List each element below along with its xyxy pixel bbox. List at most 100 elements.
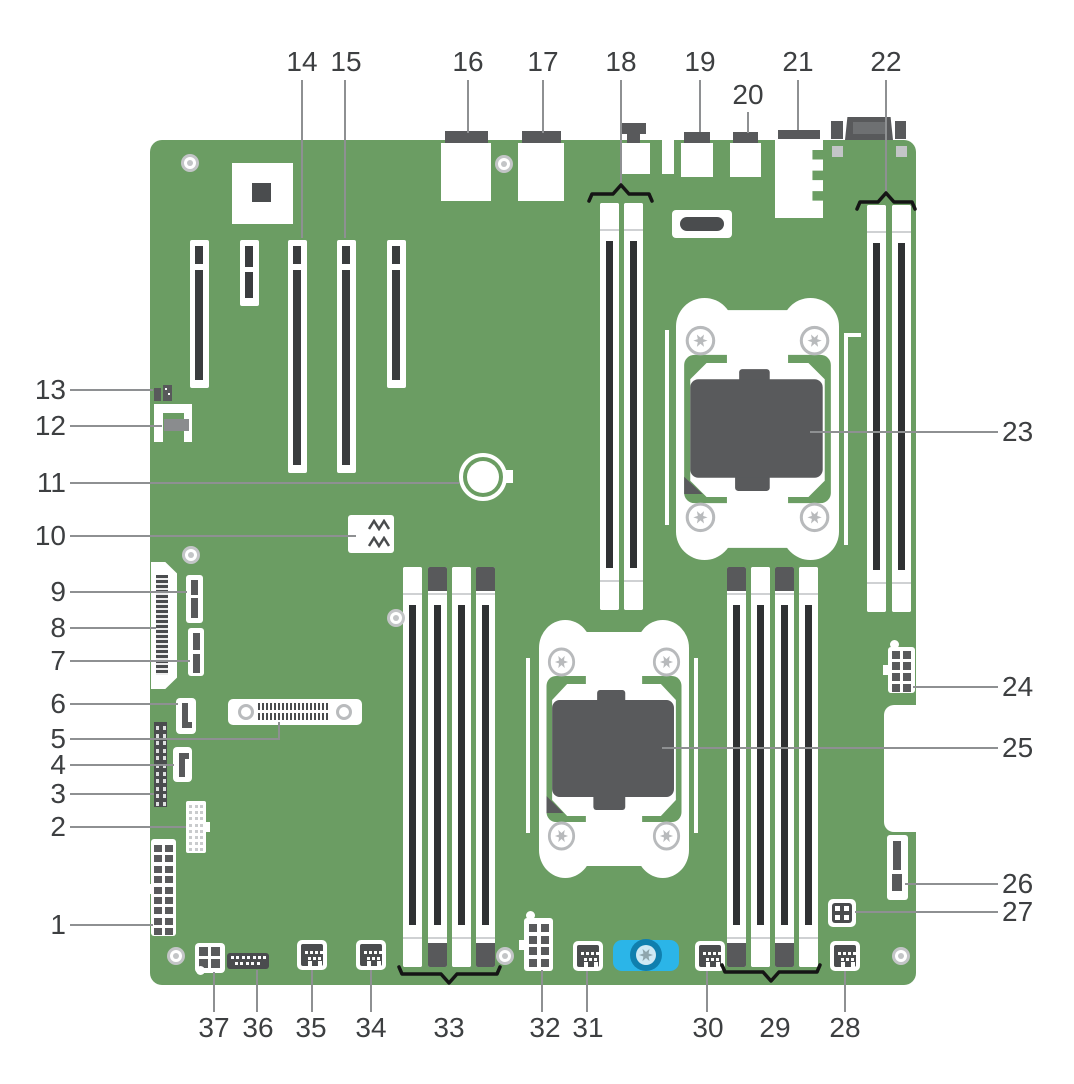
screw-ring <box>184 157 196 169</box>
pin <box>165 865 173 873</box>
dimm-latch <box>799 943 818 967</box>
screw-core <box>187 160 193 166</box>
sata-connector-6-foot <box>186 722 192 728</box>
pin <box>845 958 849 961</box>
pin <box>163 786 166 791</box>
pin <box>194 842 198 846</box>
connector-32-tab <box>519 940 524 950</box>
dimm-divider <box>428 593 447 595</box>
dimm-key <box>805 605 812 925</box>
pin <box>320 951 323 954</box>
dimm-latch <box>476 567 495 591</box>
leader-line-23 <box>810 431 998 433</box>
dimm-latch <box>452 943 471 967</box>
dimm-divider <box>892 231 911 233</box>
leader-line-21 <box>797 80 799 130</box>
leader-line-36 <box>256 970 258 1012</box>
internal-sd-slot-inner <box>680 217 724 231</box>
leader-line-34 <box>370 970 372 1012</box>
fan-foot <box>367 961 371 966</box>
fan-foot <box>851 962 855 967</box>
callout-label-19: 19 <box>684 46 716 77</box>
board-edge-notch <box>884 705 924 832</box>
pin <box>165 897 173 904</box>
callout-label-8: 8 <box>50 612 66 643</box>
pin <box>245 962 249 965</box>
p1-power-connector <box>151 839 176 936</box>
pin <box>200 848 204 852</box>
slot-7-key <box>193 633 200 650</box>
dimm-latch <box>428 943 447 967</box>
dimm-divider <box>428 937 447 939</box>
pin <box>581 952 584 955</box>
screw-ring <box>498 158 510 170</box>
fan-foot <box>584 962 588 967</box>
pin <box>156 771 159 776</box>
dimm-divider <box>600 580 619 582</box>
screw-icon <box>496 947 514 965</box>
pin <box>364 951 367 954</box>
screw-ring <box>170 950 182 962</box>
callout-label-31: 31 <box>572 1012 604 1043</box>
dimm-latch <box>600 586 619 610</box>
fan-foot <box>377 961 381 966</box>
pin <box>369 951 372 954</box>
pin <box>165 886 173 894</box>
dimm-divider <box>867 231 886 233</box>
pin <box>307 957 311 960</box>
vga-port-cap <box>778 130 820 140</box>
pin <box>853 952 856 955</box>
usb-port-2-cap <box>733 132 758 143</box>
screw-ring <box>390 612 402 624</box>
pin <box>189 829 192 833</box>
dimm-latch <box>727 567 746 591</box>
leader-line-17 <box>542 80 544 133</box>
pin <box>892 673 900 681</box>
fan-foot <box>841 962 845 967</box>
pin <box>528 924 537 932</box>
dimm-divider <box>867 582 886 584</box>
leader-line-18 <box>620 80 622 186</box>
callout-label-1: 1 <box>50 909 66 940</box>
dimm-key <box>781 605 788 925</box>
dimm-latch <box>751 567 770 591</box>
callout-label-36: 36 <box>242 1012 274 1043</box>
pin <box>189 805 192 808</box>
callout-label-34: 34 <box>355 1012 387 1043</box>
pin <box>588 958 592 961</box>
callout-label-4: 4 <box>50 749 66 780</box>
slot-9-key <box>191 580 198 595</box>
pin <box>189 842 192 846</box>
riser-26-key <box>893 841 901 870</box>
dimm-divider <box>775 937 794 939</box>
pin <box>703 952 706 955</box>
dot <box>168 393 170 395</box>
pin <box>156 802 159 806</box>
id-button-stem <box>627 134 640 143</box>
usb-port-1-cap <box>684 132 710 143</box>
id-button-cap <box>622 123 646 134</box>
callout-label-29: 29 <box>759 1012 791 1043</box>
pin <box>189 836 192 839</box>
leader-line-10 <box>70 535 356 537</box>
screw-ring <box>185 549 197 561</box>
riser-26-key <box>892 874 902 891</box>
pin <box>251 962 255 965</box>
pin <box>835 906 840 911</box>
dimm-key <box>757 605 764 925</box>
cpu2-guide-left <box>526 658 530 833</box>
pin <box>540 958 549 967</box>
idsdm-pins-divider <box>258 710 330 713</box>
pin <box>194 848 198 852</box>
pin <box>843 952 846 955</box>
callout-label-28: 28 <box>829 1012 861 1043</box>
screw-icon <box>167 947 185 965</box>
nic-port-1 <box>441 143 491 201</box>
pin <box>591 952 594 955</box>
pin <box>903 662 911 670</box>
leader-line-19 <box>699 80 701 132</box>
pin <box>163 771 166 776</box>
pin <box>200 805 204 808</box>
serial-port-inner <box>853 122 885 134</box>
serial-tab-right <box>896 146 907 157</box>
